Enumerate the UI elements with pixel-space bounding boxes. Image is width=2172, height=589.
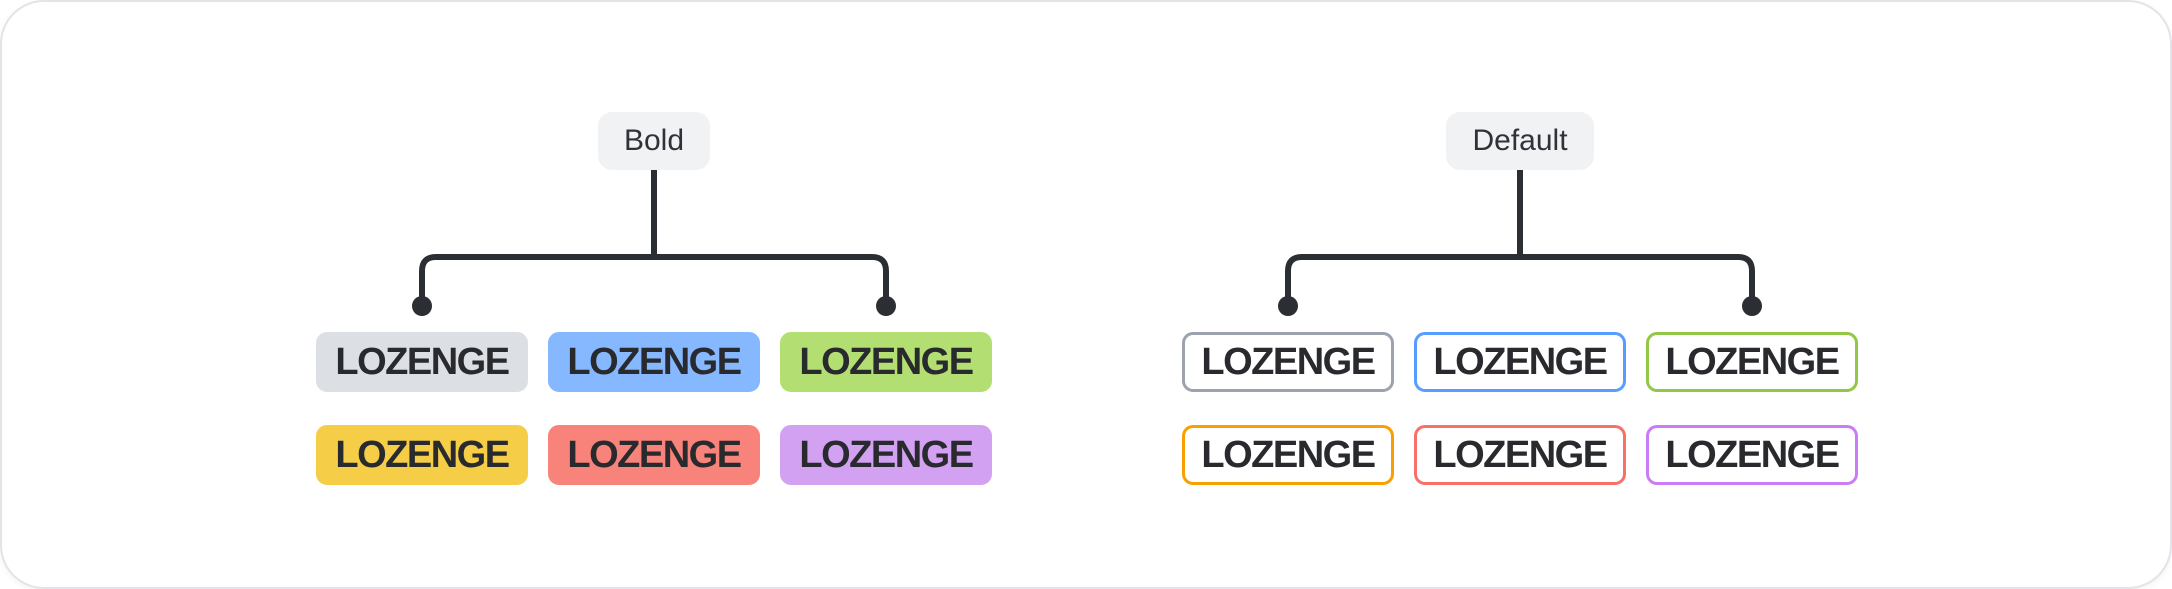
lozenge-default-gray: LOZENGE	[1182, 332, 1394, 392]
connector-lines-default	[1278, 170, 1762, 316]
connector-dot-right	[876, 296, 896, 316]
lozenge-default-red: LOZENGE	[1414, 425, 1626, 485]
lozenge-grid-default: LOZENGE LOZENGE LOZENGE LOZENGE LOZENGE …	[1172, 332, 1868, 485]
lozenge-bold-blue: LOZENGE	[548, 332, 760, 392]
connector-branch	[1285, 254, 1755, 309]
connector-branch	[419, 254, 889, 309]
tree-label-bold: Bold	[597, 112, 711, 170]
lozenge-bold-green: LOZENGE	[780, 332, 992, 392]
connector-dot-right	[1742, 296, 1762, 316]
lozenge-default-blue: LOZENGE	[1414, 332, 1626, 392]
lozenge-default-green: LOZENGE	[1646, 332, 1858, 392]
tree-label-default: Default	[1446, 112, 1594, 170]
lozenge-bold-yellow: LOZENGE	[316, 425, 528, 485]
lozenge-bold-purple: LOZENGE	[780, 425, 992, 485]
lozenge-bold-red: LOZENGE	[548, 425, 760, 485]
lozenge-default-purple: LOZENGE	[1646, 425, 1858, 485]
tree-bold: Bold LOZENGE LOZENGE LOZENGE LOZENGE LOZ…	[306, 112, 1002, 485]
lozenge-default-orange: LOZENGE	[1182, 425, 1394, 485]
lozenge-bold-gray: LOZENGE	[316, 332, 528, 392]
tree-default: Default LOZENGE LOZENGE LOZENGE LOZENGE …	[1172, 112, 1868, 485]
lozenge-grid-bold: LOZENGE LOZENGE LOZENGE LOZENGE LOZENGE …	[306, 332, 1002, 485]
connector-dot-left	[1278, 296, 1298, 316]
connector-lines-bold	[412, 170, 896, 316]
connector-dot-left	[412, 296, 432, 316]
